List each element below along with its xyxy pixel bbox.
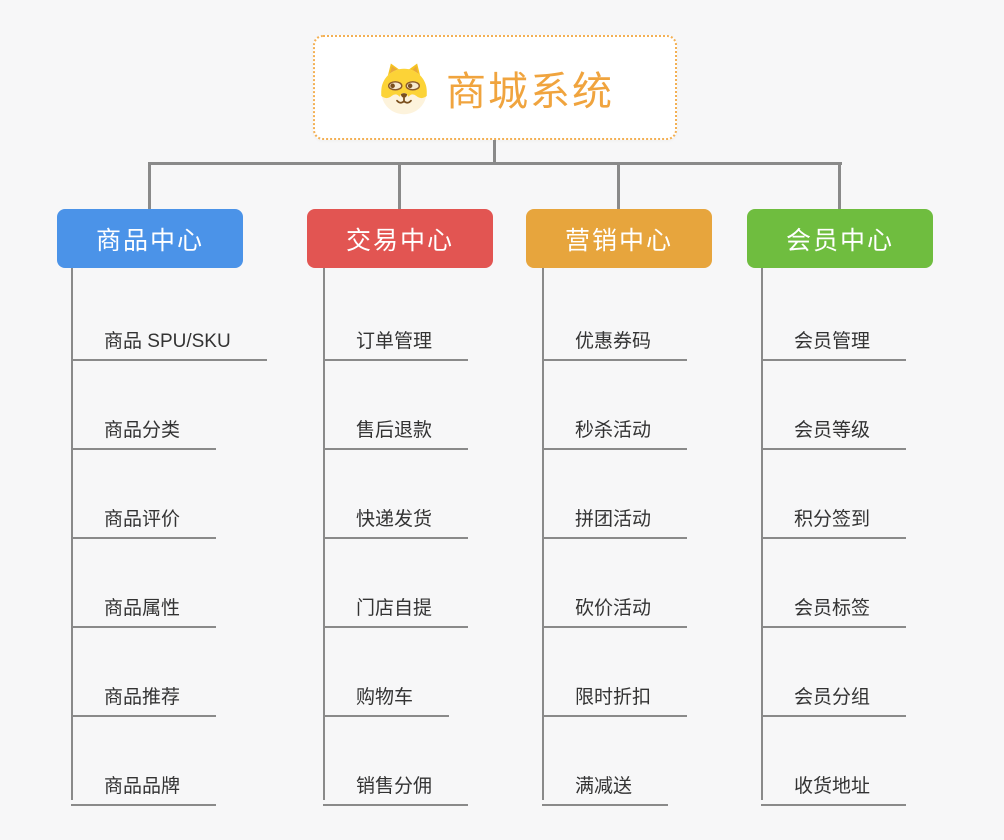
leaf-label: 满减送 [575,776,633,797]
leaf-node[interactable]: 收货地址 [761,760,907,806]
leaf-label: 会员管理 [794,331,871,352]
connector-root-stub [493,140,496,162]
leaf-node[interactable]: 商品评价 [71,493,217,539]
leaf-label: 购物车 [356,687,414,708]
leaf-label: 会员分组 [794,687,871,708]
leaf-node[interactable]: 拼团活动 [542,493,688,539]
leaf-label: 售后退款 [356,420,433,441]
leaf-label: 商品分类 [104,420,181,441]
leaf-label: 商品评价 [104,509,181,530]
leaf-label: 砍价活动 [575,598,652,619]
leaf-node[interactable]: 购物车 [323,671,450,717]
leaf-node[interactable]: 会员分组 [761,671,907,717]
leaf-node[interactable]: 优惠券码 [542,315,688,361]
leaf-label: 商品属性 [104,598,181,619]
leaf-node[interactable]: 会员管理 [761,315,907,361]
branch-spine-line [761,268,763,800]
leaf-label: 商品 SPU/SKU [104,331,231,352]
leaf-node[interactable]: 秒杀活动 [542,404,688,450]
branch-node-marketing-center[interactable]: 营销中心 [526,209,712,268]
branch-label: 会员中心 [785,226,894,255]
leaf-label: 商品品牌 [104,776,181,797]
dog-face-icon [381,63,427,114]
root-node[interactable]: 商城系统 [313,35,677,140]
connector-drop-branch-1 [148,164,151,209]
leaf-label: 拼团活动 [575,509,652,530]
leaf-node[interactable]: 商品分类 [71,404,217,450]
leaf-node[interactable]: 砍价活动 [542,582,688,628]
leaf-label: 秒杀活动 [575,420,652,441]
leaf-label: 会员标签 [794,598,871,619]
leaf-node[interactable]: 门店自提 [323,582,469,628]
leaf-node[interactable]: 销售分佣 [323,760,469,806]
branch-label: 交易中心 [345,226,454,255]
leaf-label: 限时折扣 [575,687,652,708]
leaf-label: 收货地址 [794,776,871,797]
leaf-node[interactable]: 商品 SPU/SKU [71,315,267,361]
leaf-node[interactable]: 限时折扣 [542,671,688,717]
leaf-node[interactable]: 售后退款 [323,404,469,450]
leaf-node[interactable]: 满减送 [542,760,669,806]
leaf-node[interactable]: 商品推荐 [71,671,217,717]
leaf-node[interactable]: 会员等级 [761,404,907,450]
leaf-label: 优惠券码 [575,331,652,352]
leaf-label: 订单管理 [356,331,433,352]
leaf-node[interactable]: 快递发货 [323,493,469,539]
branch-node-member-center[interactable]: 会员中心 [747,209,933,268]
leaf-label: 会员等级 [794,420,871,441]
leaf-node[interactable]: 订单管理 [323,315,469,361]
branch-spine-line [323,268,325,800]
leaf-label: 积分签到 [794,509,871,530]
connector-drop-branch-3 [617,164,620,209]
branch-node-product-center[interactable]: 商品中心 [57,209,243,268]
branch-node-trade-center[interactable]: 交易中心 [307,209,493,268]
leaf-label: 快递发货 [356,509,433,530]
branch-label: 商品中心 [95,226,204,255]
connector-drop-branch-4 [838,164,841,209]
branch-spine-line [542,268,544,800]
connector-drop-branch-2 [398,164,401,209]
leaf-label: 门店自提 [356,598,433,619]
leaf-node[interactable]: 商品属性 [71,582,217,628]
leaf-label: 商品推荐 [104,687,181,708]
connector-horizontal-bus [148,162,842,165]
root-title: 商城系统 [446,69,614,114]
branch-spine-line [71,268,73,800]
leaf-node[interactable]: 商品品牌 [71,760,217,806]
leaf-label: 销售分佣 [356,776,433,797]
branch-label: 营销中心 [564,226,673,255]
leaf-node[interactable]: 积分签到 [761,493,907,539]
leaf-node[interactable]: 会员标签 [761,582,907,628]
